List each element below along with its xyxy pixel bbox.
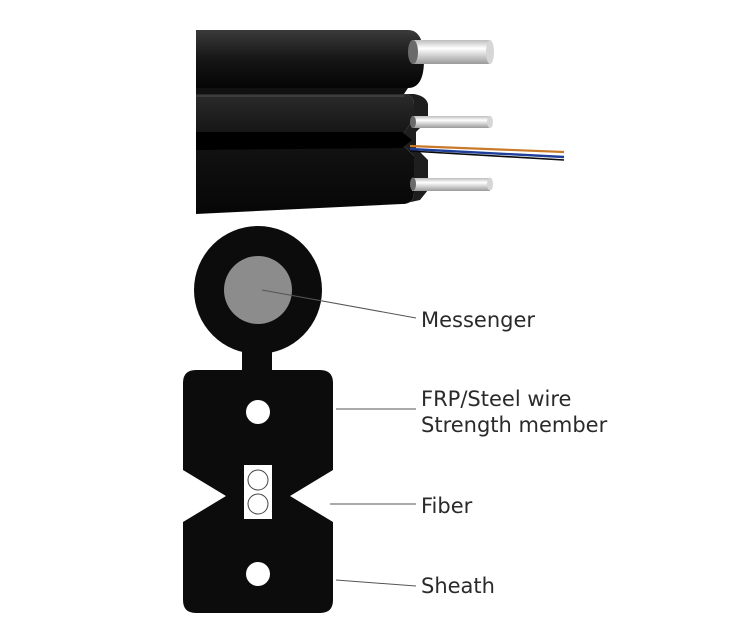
sheath-leader [335, 579, 417, 587]
fiber-circle-bottom [247, 493, 269, 515]
messenger-jacket-3d [196, 30, 424, 88]
messenger-label: Messenger [421, 308, 536, 332]
lower-strength-wire-3d [410, 177, 493, 191]
body-jacket-3d [196, 94, 414, 214]
neck [242, 348, 272, 372]
upper-strength-member [246, 400, 270, 424]
sheath-label: Sheath [421, 574, 495, 598]
strength-label-line2: Strength member [421, 413, 608, 437]
fiber-strands-3d [409, 144, 565, 161]
fiber-label: Fiber [421, 494, 473, 518]
upper-strength-wire-3d [410, 116, 493, 128]
fiber-circle-top [247, 469, 269, 491]
groove-3d [196, 132, 412, 150]
messenger-leader [261, 289, 417, 319]
lower-strength-member [246, 562, 270, 586]
leader-lines [261, 289, 417, 587]
cable-cross-section [183, 226, 333, 613]
messenger-core [224, 256, 292, 324]
messenger-wire-3d [408, 40, 494, 64]
cable-3d-illustration [196, 30, 565, 214]
strength-label-line1: FRP/Steel wire [421, 387, 572, 411]
